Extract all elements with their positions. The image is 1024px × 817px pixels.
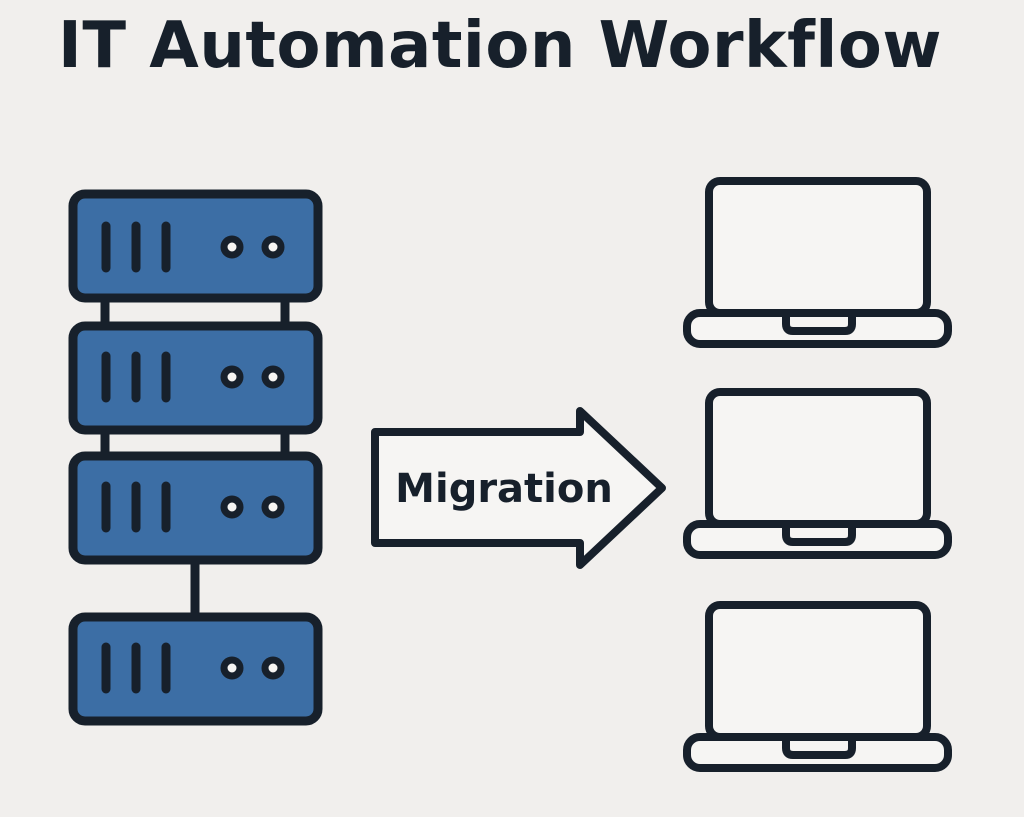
server-unit	[68, 451, 323, 565]
server-unit	[68, 189, 323, 303]
laptop-icon	[683, 601, 952, 772]
laptop-icon	[683, 388, 952, 559]
arrow-icon	[371, 407, 666, 569]
laptop-icon	[683, 177, 952, 348]
arrow-label: Migration	[395, 466, 613, 512]
server-unit	[68, 321, 323, 435]
migration-arrow: Migration	[371, 407, 666, 569]
server-unit	[68, 612, 323, 726]
page-title: IT Automation Workflow	[58, 9, 942, 83]
server-rack-icon	[68, 189, 323, 726]
